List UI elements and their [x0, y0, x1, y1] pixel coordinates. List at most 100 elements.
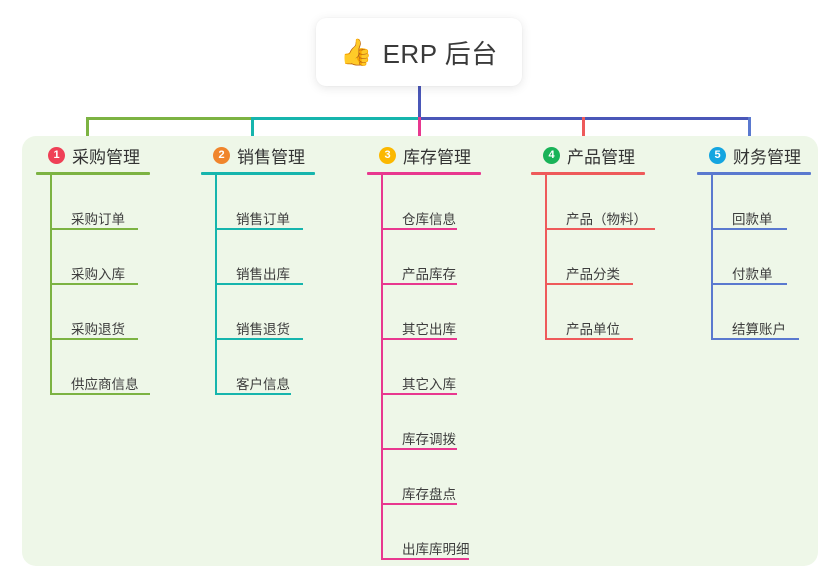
leaf-node[interactable]: 结算账户	[711, 285, 811, 340]
leaf-node-label: 产品单位	[566, 321, 620, 337]
leaf-node-label: 采购入库	[71, 266, 125, 282]
leaf-node-rule	[381, 503, 457, 505]
leaf-node-rule	[215, 228, 303, 230]
leaf-node[interactable]: 产品单位	[545, 285, 647, 340]
branch-underline-1	[36, 172, 150, 175]
leaf-node[interactable]: 采购退货	[50, 285, 150, 340]
branch-header-2[interactable]: 2 销售管理	[201, 142, 315, 168]
branch-column-3: 3 库存管理 仓库信息产品库存其它出库其它入库库存调拨库存盘点出库库明细	[367, 142, 481, 560]
branch-trunk-line	[545, 175, 547, 340]
leaf-node-label: 回款单	[732, 211, 773, 227]
leaf-node[interactable]: 产品库存	[381, 230, 481, 285]
connector-root-stem	[418, 86, 421, 119]
leaf-node[interactable]: 其它入库	[381, 340, 481, 395]
connector-drop-1	[86, 117, 89, 151]
leaf-node[interactable]: 付款单	[711, 230, 811, 285]
branch-badge-5: 5	[709, 146, 726, 164]
leaf-node-label: 销售出库	[236, 266, 290, 282]
branch-column-2: 2 销售管理 销售订单销售出库销售退货客户信息	[201, 142, 315, 395]
branch-trunk-line	[711, 175, 713, 340]
leaf-node[interactable]: 采购入库	[50, 230, 150, 285]
leaf-node[interactable]: 产品分类	[545, 230, 647, 285]
leaf-node[interactable]: 其它出库	[381, 285, 481, 340]
leaf-node-rule	[215, 283, 303, 285]
branch-title-3: 库存管理	[403, 147, 471, 167]
leaf-node-label: 仓库信息	[402, 211, 456, 227]
leaf-node-label: 产品（物料）	[566, 211, 647, 227]
branch-title-2: 销售管理	[237, 147, 305, 167]
leaf-node-label: 付款单	[732, 266, 773, 282]
leaf-node-rule	[545, 338, 633, 340]
branch-badge-3: 3	[379, 146, 396, 164]
leaf-node[interactable]: 销售退货	[215, 285, 315, 340]
branch-underline-5	[697, 172, 811, 175]
branch-title-5: 财务管理	[733, 147, 801, 167]
leaf-node-rule	[381, 338, 457, 340]
branch-items-1: 采购订单采购入库采购退货供应商信息	[50, 175, 150, 395]
leaf-node-label: 采购订单	[71, 211, 125, 227]
leaf-node-rule	[50, 393, 150, 395]
connector-bus-teal	[251, 117, 419, 120]
leaf-node-rule	[545, 283, 633, 285]
root-node-title: ERP 后台	[382, 38, 498, 69]
connector-drop-2	[251, 117, 254, 151]
leaf-node-rule	[215, 338, 303, 340]
branch-trunk-line	[381, 175, 383, 560]
leaf-node-label: 出库库明细	[402, 541, 470, 557]
branch-badge-2: 2	[213, 146, 230, 164]
leaf-node[interactable]: 销售出库	[215, 230, 315, 285]
branch-column-1: 1 采购管理 采购订单采购入库采购退货供应商信息	[36, 142, 150, 395]
branch-header-1[interactable]: 1 采购管理	[36, 142, 150, 168]
leaf-node-label: 其它入库	[402, 376, 456, 392]
leaf-node[interactable]: 供应商信息	[50, 340, 150, 395]
leaf-node-label: 产品分类	[566, 266, 620, 282]
branch-badge-1: 1	[48, 146, 65, 164]
leaf-node-rule	[381, 228, 457, 230]
branch-items-2: 销售订单销售出库销售退货客户信息	[215, 175, 315, 395]
leaf-node-rule	[545, 228, 655, 230]
leaf-node-label: 供应商信息	[71, 376, 139, 392]
leaf-node[interactable]: 出库库明细	[381, 505, 481, 560]
leaf-node-rule	[711, 228, 787, 230]
leaf-node-rule	[50, 338, 138, 340]
leaf-node-rule	[711, 283, 787, 285]
leaf-node[interactable]: 销售订单	[215, 175, 315, 230]
leaf-node-label: 产品库存	[402, 266, 456, 282]
leaf-node-rule	[50, 283, 138, 285]
branch-header-5[interactable]: 5 财务管理	[697, 142, 811, 168]
branch-header-4[interactable]: 4 产品管理	[531, 142, 647, 168]
connector-bus-green	[86, 117, 252, 120]
connector-drop-4	[582, 117, 585, 151]
leaf-node[interactable]: 回款单	[711, 175, 811, 230]
branch-underline-3	[367, 172, 481, 175]
leaf-node-rule	[381, 448, 457, 450]
leaf-node-rule	[381, 283, 457, 285]
thumbs-up-icon: 👍	[340, 37, 373, 67]
branch-header-3[interactable]: 3 库存管理	[367, 142, 481, 168]
leaf-node[interactable]: 仓库信息	[381, 175, 481, 230]
branch-title-4: 产品管理	[567, 147, 635, 167]
branch-column-5: 5 财务管理 回款单付款单结算账户	[697, 142, 811, 340]
branch-items-5: 回款单付款单结算账户	[711, 175, 811, 340]
leaf-node-label: 库存调拨	[402, 431, 456, 447]
leaf-node-label: 库存盘点	[402, 486, 456, 502]
leaf-node-label: 其它出库	[402, 321, 456, 337]
leaf-node-label: 销售订单	[236, 211, 290, 227]
leaf-node-rule	[215, 393, 291, 395]
leaf-node-rule	[50, 228, 138, 230]
leaf-node[interactable]: 采购订单	[50, 175, 150, 230]
branch-items-3: 仓库信息产品库存其它出库其它入库库存调拨库存盘点出库库明细	[381, 175, 481, 560]
branch-title-1: 采购管理	[72, 147, 140, 167]
branch-column-4: 4 产品管理 产品（物料） 产品分类产品单位	[531, 142, 655, 340]
leaf-node-label: 采购退货	[71, 321, 125, 337]
leaf-node[interactable]: 库存盘点	[381, 450, 481, 505]
branch-trunk-line	[50, 175, 52, 395]
branch-trunk-line	[215, 175, 217, 395]
leaf-node[interactable]: 产品（物料）	[545, 175, 655, 230]
root-node-card[interactable]: 👍 ERP 后台	[316, 18, 522, 86]
leaf-node[interactable]: 客户信息	[215, 340, 315, 395]
leaf-node[interactable]: 库存调拨	[381, 395, 481, 450]
leaf-node-label: 销售退货	[236, 321, 290, 337]
leaf-node-rule	[711, 338, 799, 340]
branch-underline-2	[201, 172, 315, 175]
